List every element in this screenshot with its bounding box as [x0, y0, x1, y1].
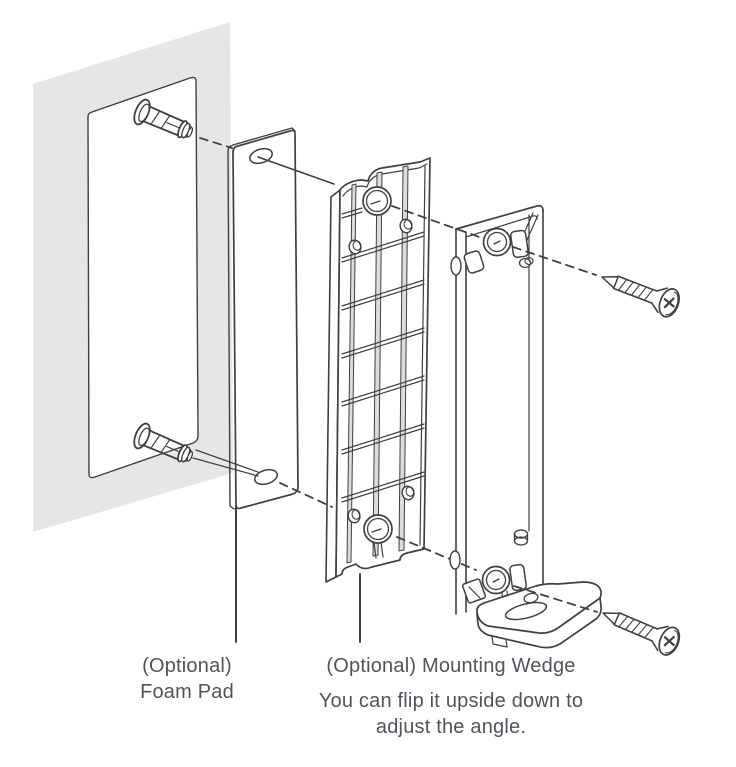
alignment-line-bottom-cone	[192, 449, 259, 477]
alignment-dashed-line-bottom-3	[513, 585, 598, 613]
wedge-screw-boss-bottom	[363, 514, 393, 544]
wall-anchor-top	[133, 98, 194, 139]
wall-panel	[87, 76, 199, 479]
screw-top	[601, 275, 680, 318]
mounting-bracket	[449, 204, 602, 649]
phillips-cross	[663, 635, 675, 647]
alignment-dashed-line-bottom-1	[279, 482, 333, 508]
foam-pad	[227, 127, 299, 510]
alignment-dashed-line-top-1	[199, 137, 233, 149]
base-plate-slot	[504, 601, 548, 621]
alignment-line-top-solid	[257, 156, 335, 185]
alignment-dashed-line-bottom-2	[396, 536, 477, 571]
foam-pad-label: (Optional) Foam Pad	[107, 653, 267, 705]
foam-pad-label-line1: (Optional)	[142, 655, 232, 677]
mounting-wedge-label-title: (Optional) Mounting Wedge	[326, 655, 576, 677]
alignment-dashed-line-top-3	[512, 246, 597, 276]
foam-pad-hole-bottom	[254, 468, 278, 486]
mounting-wedge	[325, 157, 431, 583]
mounting-wedge-label: (Optional) Mounting Wedge You can flip i…	[277, 653, 625, 740]
mounting-wedge-note-line2: adjust the angle.	[375, 716, 527, 738]
base-plate-screw-hole	[523, 592, 539, 604]
phillips-cross	[663, 297, 675, 309]
foam-pad-label-line2: Foam Pad	[140, 681, 234, 703]
wall-anchor-bottom	[133, 422, 194, 463]
screw-bottom	[602, 612, 681, 656]
wedge-screw-boss-top	[362, 186, 392, 216]
alignment-dashed-line-top-2	[391, 205, 483, 239]
mounting-wedge-note-line1: You can flip it upside down to	[318, 690, 584, 712]
